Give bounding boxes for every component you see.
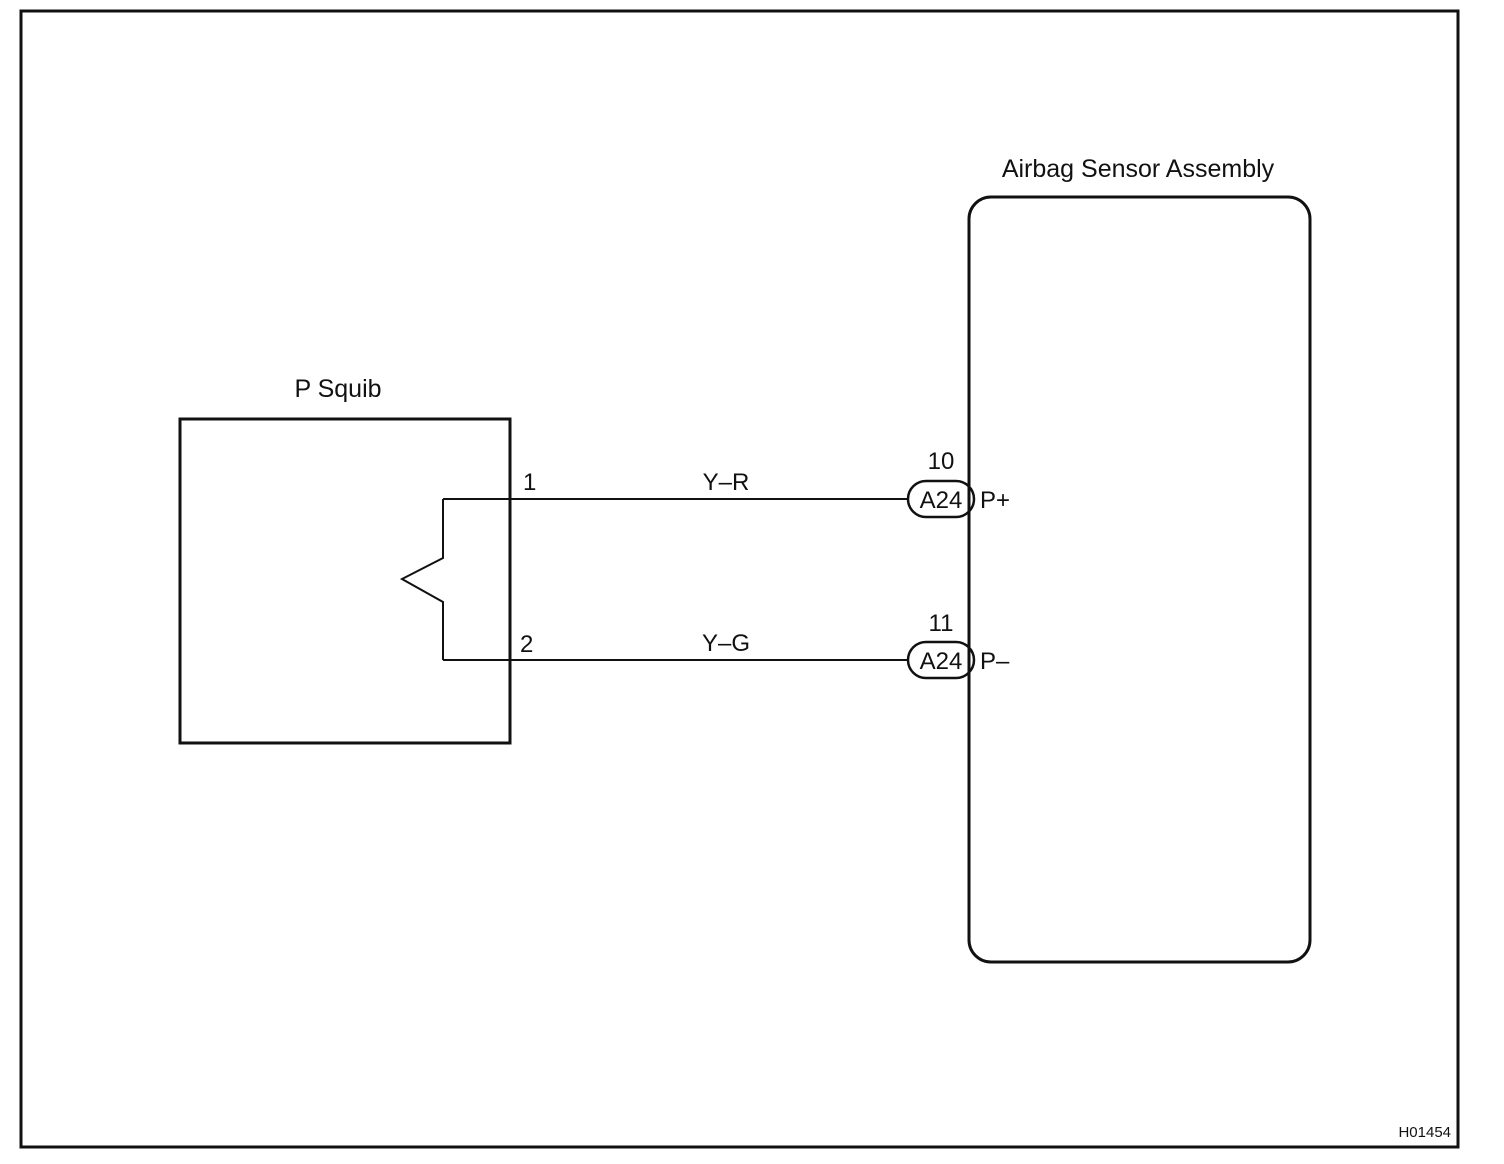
connector-top-label: A24 bbox=[920, 487, 963, 514]
connector-a24-top bbox=[906, 479, 976, 519]
diagram-frame bbox=[19, 9, 1460, 1149]
sensor-title: Airbag Sensor Assembly bbox=[1002, 155, 1275, 183]
sensor-pin-11: 11 bbox=[929, 610, 954, 637]
squib-pin-2: 2 bbox=[520, 631, 533, 658]
squib-pin-1: 1 bbox=[523, 469, 536, 496]
sensor-pin-10: 10 bbox=[928, 448, 955, 475]
wire-color-bottom: Y–G bbox=[702, 630, 750, 657]
connector-a24-bottom bbox=[906, 640, 976, 680]
wire-color-top: Y–R bbox=[703, 469, 750, 496]
connector-bottom-label: A24 bbox=[920, 648, 963, 675]
squib-box bbox=[178, 417, 512, 745]
squib-element bbox=[399, 499, 444, 660]
sensor-box bbox=[967, 195, 1312, 964]
reference-code: H01454 bbox=[1398, 1124, 1451, 1141]
terminal-p-plus: P+ bbox=[980, 487, 1010, 514]
terminal-p-minus: P– bbox=[980, 648, 1010, 675]
squib-title: P Squib bbox=[294, 375, 381, 403]
